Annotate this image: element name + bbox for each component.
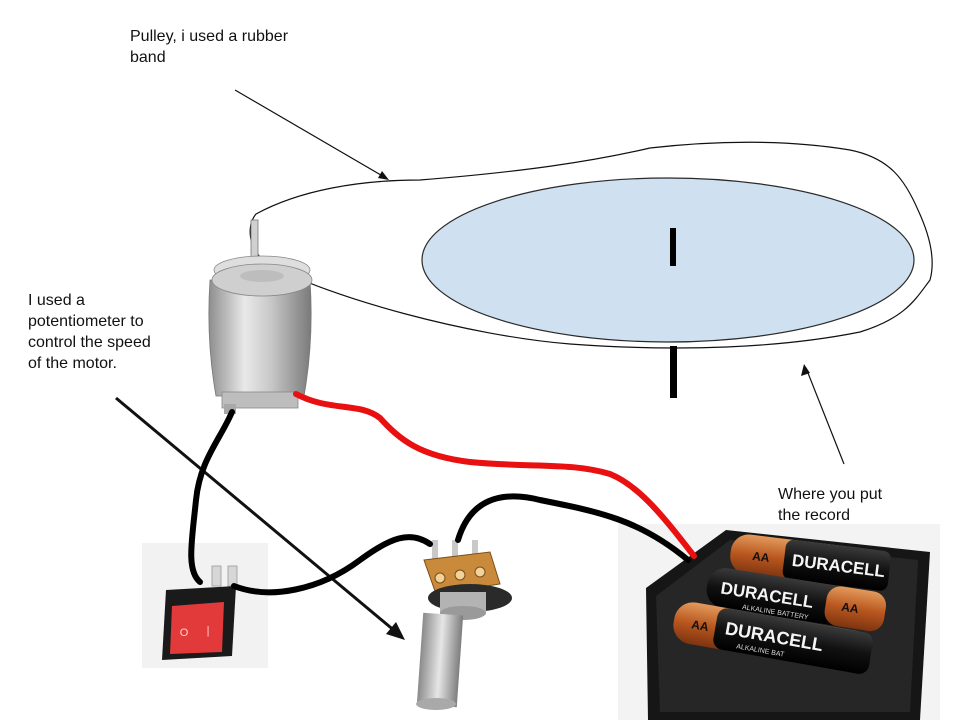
rubber-band: [249, 141, 933, 349]
negative-wire-motor-to-switch: [188, 409, 235, 585]
record-spindle-bottom: [670, 346, 677, 398]
pot-arrow-line: [115, 396, 397, 634]
dc-motor: [208, 219, 313, 414]
pulley-arrow-line: [234, 89, 387, 179]
battery-1-size: AA: [751, 549, 770, 565]
battery-3-size: AA: [690, 617, 710, 634]
battery-holder: AA DURACELL DURACELL ALKALINE BATTERY AA…: [646, 530, 930, 720]
negative-wire-pot-to-battery: [455, 493, 691, 563]
pulley-annotation: Pulley, i used a rubber band: [130, 28, 289, 66]
battery-2-size: AA: [840, 600, 860, 617]
potentiometer: [416, 540, 512, 710]
rocker-switch: O |: [162, 565, 238, 660]
record-arrow-line: [805, 367, 845, 465]
switch-off-symbol: O: [180, 627, 189, 639]
pulley-arrow-head: [378, 171, 389, 180]
record-spindle-top: [670, 228, 676, 266]
record-arrow-head: [801, 364, 810, 376]
potentiometer-annotation: I used a potentiometer to control the sp…: [28, 292, 151, 372]
pot-arrow-head: [386, 622, 405, 640]
switch-on-symbol: |: [207, 625, 210, 637]
battery-cell-3: AA DURACELL ALKALINE BAT: [673, 602, 874, 674]
record-annotation: Where you put the record: [778, 486, 883, 524]
record-platter: [421, 177, 915, 343]
positive-wire-motor-to-battery: [293, 391, 697, 559]
negative-wire-switch-to-pot: [231, 534, 433, 596]
